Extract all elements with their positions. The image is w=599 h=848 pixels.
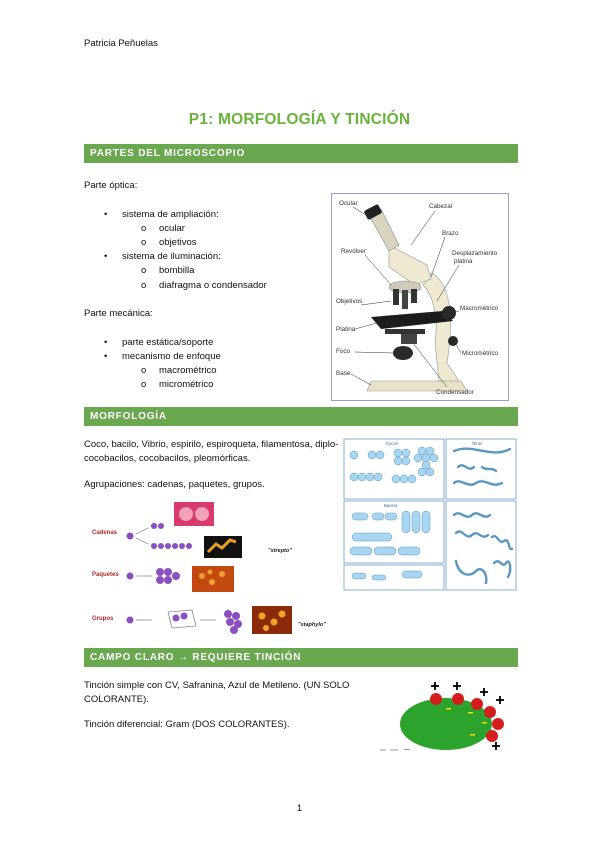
label-foco: Foco [336, 348, 350, 355]
label-strepto: "strepto" [268, 548, 292, 554]
author-name: Patricia Peñuelas [84, 38, 158, 49]
agrupaciones-diagram: Cadenas Paquetes Grupos "strepto" "staph… [92, 502, 326, 634]
label-revolver: Revólver [341, 248, 366, 255]
label-cabezal: Cabezal [429, 203, 452, 210]
label-platina-r: platina [454, 258, 473, 265]
agrupaciones-text: Agrupaciones: cadenas, paquetes, grupos. [84, 479, 265, 490]
label-objetivos: Objetivos [336, 298, 362, 305]
label-bacilos: Bacilos [384, 503, 398, 508]
label-ocular: Ocular [339, 200, 358, 207]
label-micrometrico: Micrométrico [462, 350, 499, 357]
page-title: P1: MORFOLOGÍA Y TINCIÓN [188, 111, 411, 128]
label-grupos: Grupos [92, 616, 114, 622]
label-desplazamiento: Desplazamiento [452, 250, 498, 257]
label-cocos: Cocos [386, 441, 398, 446]
page-number: 1 [296, 803, 303, 814]
label-cadenas: Cadenas [92, 530, 118, 536]
gram-diagram [380, 682, 504, 751]
section-heading-morfologia: MORFOLOGÍA [84, 407, 518, 426]
parte-mecanica-label: Parte mecánica: [84, 308, 153, 319]
section-heading-microscopio: PARTES DEL MICROSCOPIO [84, 144, 518, 163]
section-heading-campo-claro: CAMPO CLARO → REQUIERE TINCIÓN [84, 648, 518, 667]
label-platina: Platina [336, 326, 356, 333]
label-brazo: Brazo [442, 230, 459, 237]
microscope-diagram: Ocular Cabezal Brazo Revólver Desplazami… [331, 193, 509, 401]
label-otros: Otros [472, 441, 482, 446]
label-condensador: Condensador [436, 389, 474, 396]
label-staphylo: "staphylo" [298, 622, 326, 628]
label-paquetes: Paquetes [92, 572, 119, 578]
label-macrometrico: Macrométrico [460, 305, 499, 312]
tincion-simple-line2: COLORANTE). [84, 694, 149, 705]
parte-optica-label: Parte óptica: [84, 180, 138, 191]
morfologia-shapes-diagram: Cocos Otros Bacilos [342, 437, 518, 592]
morfologia-text-line2: cocobacilos, cocobacilos, pleomórficas. [84, 453, 251, 464]
morfologia-text-line1: Coco, bacilo, Vibrio, espirilo, espiroqu… [84, 439, 339, 450]
tincion-diferencial-text: Tinción diferencial: Gram (DOS COLORANTE… [84, 719, 290, 730]
label-base: Base [336, 370, 351, 377]
tincion-simple-line1: Tinción simple con CV, Safranina, Azul d… [84, 680, 350, 691]
